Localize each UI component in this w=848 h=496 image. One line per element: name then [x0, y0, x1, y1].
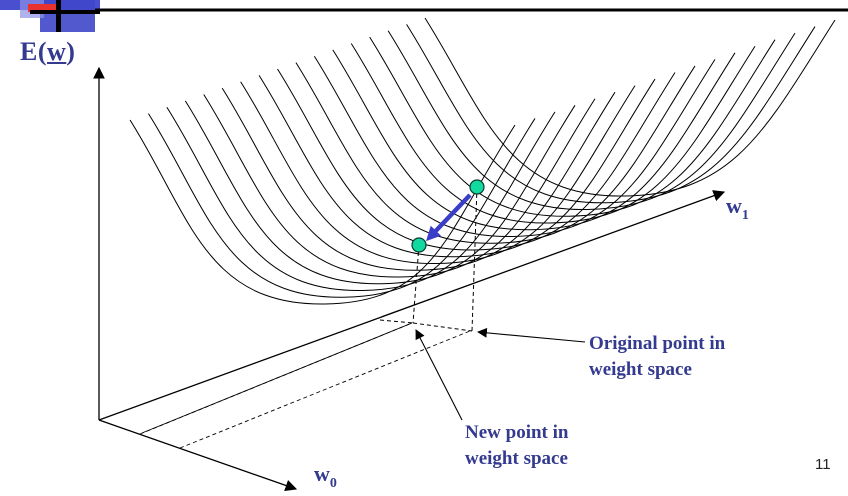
- corner-logo-icon: [0, 0, 100, 32]
- surface-curve: [295, 62, 696, 244]
- w1-axis: [98, 190, 726, 421]
- surface-curve: [406, 24, 816, 204]
- surface-curve: [221, 87, 616, 271]
- surface-curve: [258, 75, 656, 258]
- new-point-marker: [411, 237, 427, 253]
- slide-number: 11: [815, 456, 831, 473]
- w1-axis-label: w1: [726, 193, 749, 223]
- surface-curve: [184, 100, 576, 285]
- surface-curve: [350, 43, 756, 224]
- surface-curve: [203, 94, 596, 278]
- surface-curve: [240, 81, 636, 265]
- projection-lines: [379, 186, 478, 332]
- surface-curve: [387, 30, 796, 211]
- error-axis-label: E(w): [20, 37, 76, 66]
- original-callout-arrow: [477, 327, 586, 343]
- gradient-step-arrow-icon: [426, 193, 472, 242]
- floor-line-solid: [141, 322, 413, 434]
- surface-curve: [424, 17, 836, 197]
- surface-curve: [313, 55, 716, 238]
- error-surface-curves: [129, 17, 836, 305]
- floor-line-front: [179, 330, 471, 449]
- original-point-marker: [469, 179, 485, 195]
- w0-axis-label: w0: [314, 461, 337, 491]
- surface-curve: [369, 36, 776, 217]
- surface-curve: [166, 106, 556, 292]
- w0-axis: [98, 419, 298, 492]
- surface-curve: [332, 49, 736, 231]
- surface-curve: [129, 119, 516, 305]
- new-callout-arrow: [415, 329, 463, 421]
